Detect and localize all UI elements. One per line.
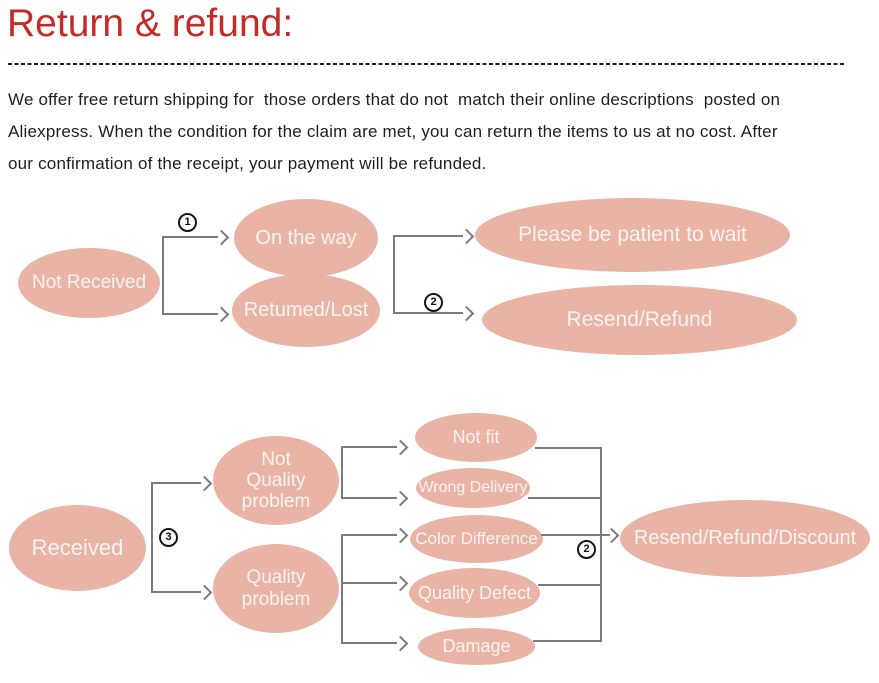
arrowhead-right-icon (392, 490, 409, 507)
node-not-quality-problem: Not Quality problem (213, 436, 339, 525)
connector-line (341, 446, 343, 499)
connector-line (393, 235, 463, 237)
connector-line (393, 235, 395, 314)
arrowhead-right-icon (213, 306, 230, 323)
dashed-divider (8, 63, 844, 65)
node-resend-refund: Resend/Refund (482, 285, 797, 355)
connector-line (162, 313, 218, 315)
connector-line (151, 482, 201, 484)
connector-line (162, 236, 164, 315)
connector-line (538, 584, 601, 586)
intro-paragraph: We offer free return shipping for those … (8, 84, 872, 180)
step-1-badge: 1 (178, 213, 197, 232)
page-title: Return & refund: (7, 2, 294, 45)
step-2-badge: 2 (424, 293, 443, 312)
arrowhead-right-icon (458, 228, 475, 245)
node-not-fit: Not fit (415, 413, 537, 462)
connector-line (600, 447, 602, 642)
intro-line: our confirmation of the receipt, your pa… (8, 154, 487, 173)
arrowhead-right-icon (213, 229, 230, 246)
node-wrong-delivery: Wrong Delivery (416, 468, 530, 508)
connector-line (341, 497, 397, 499)
node-resend-refund-discount: Resend/Refund/Discount (620, 500, 870, 577)
node-please-be-patient: Please be patient to wait (475, 198, 790, 272)
connector-line (151, 482, 153, 593)
connector-line (533, 640, 601, 642)
node-damage: Damage (418, 628, 535, 665)
node-not-received: Not Received (18, 248, 160, 318)
connector-line (151, 591, 201, 593)
connector-line (535, 447, 601, 449)
arrowhead-right-icon (392, 527, 409, 544)
connector-line (600, 534, 610, 536)
arrowhead-right-icon (392, 635, 409, 652)
node-quality-problem: Quality problem (213, 544, 339, 633)
arrowhead-right-icon (392, 575, 409, 592)
node-received: Received (9, 505, 146, 591)
connector-line (341, 582, 397, 584)
connector-line (341, 534, 397, 536)
step-2-badge: 2 (577, 540, 596, 559)
arrowhead-right-icon (458, 305, 475, 322)
connector-line (341, 446, 397, 448)
connector-line (541, 534, 601, 536)
intro-line: Aliexpress. When the condition for the c… (8, 122, 778, 141)
arrowhead-right-icon (603, 527, 620, 544)
connector-line (341, 534, 343, 644)
arrowhead-right-icon (196, 584, 213, 601)
connector-line (393, 312, 463, 314)
connector-line (528, 497, 601, 499)
arrowhead-right-icon (392, 439, 409, 456)
step-3-badge: 3 (159, 528, 178, 547)
connector-line (341, 642, 397, 644)
node-color-difference: Color Difference (410, 515, 543, 563)
arrowhead-right-icon (196, 475, 213, 492)
node-on-the-way: On the way (234, 199, 378, 277)
node-quality-defect: Quality Defect (409, 568, 540, 618)
intro-line: We offer free return shipping for those … (8, 90, 781, 109)
node-returned-lost: Retumed/Lost (232, 274, 380, 347)
connector-line (162, 236, 218, 238)
